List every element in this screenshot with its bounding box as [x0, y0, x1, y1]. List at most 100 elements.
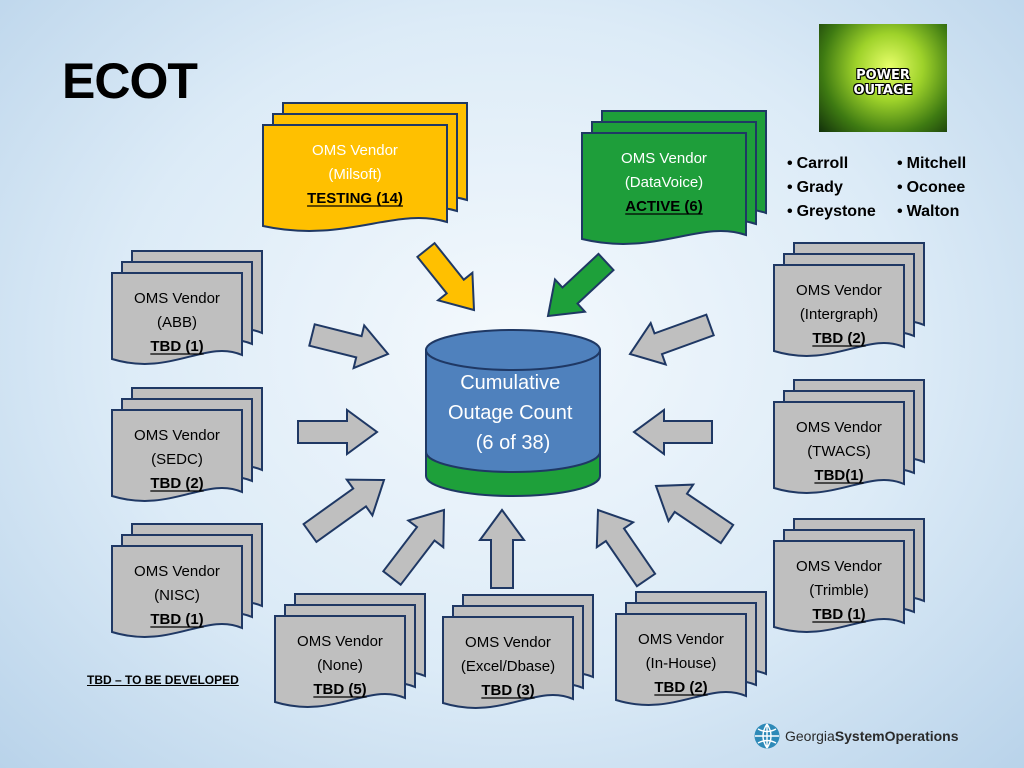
vendor-line2: (Excel/Dbase) — [461, 658, 555, 675]
vendor-label: OMS Vendor (DataVoice) ACTIVE (6) — [621, 150, 707, 215]
county-list-right: Mitchell Oconee Walton — [897, 152, 967, 224]
vendor-line1: OMS Vendor — [134, 427, 220, 444]
county-item: Walton — [897, 200, 966, 224]
vendor-label: OMS Vendor (None) TBD (5) — [297, 633, 383, 698]
vendor-status: TBD (5) — [313, 681, 366, 698]
arrows-layer — [297, 241, 735, 589]
vendor-stack-milsoft: OMS Vendor (Milsoft) TESTING (14) — [262, 102, 468, 232]
slide-title: ECOT — [62, 53, 198, 109]
vendor-stack-trimble: OMS Vendor (Trimble) TBD (1) — [773, 518, 925, 633]
vendor-stack-abb: OMS Vendor (ABB) TBD (1) — [111, 250, 263, 365]
county-item: Oconee — [897, 176, 966, 200]
vendor-sheet-front — [773, 401, 905, 494]
vendor-status: ACTIVE (6) — [625, 198, 703, 215]
vendor-line1: OMS Vendor — [134, 290, 220, 307]
vendor-label: OMS Vendor (Milsoft) TESTING (14) — [307, 142, 403, 207]
vendor-label: OMS Vendor (TWACS) TBD(1) — [796, 419, 882, 484]
vendor-label: OMS Vendor (In-House) TBD (2) — [638, 631, 724, 696]
county-list-left: Carroll Grady Greystone — [787, 152, 876, 224]
logo-text: GeorgiaSystemOperations — [785, 728, 959, 744]
arrow-milsoft — [415, 241, 476, 312]
vendor-stack-twacs: OMS Vendor (TWACS) TBD(1) — [773, 379, 925, 494]
vendor-line1: OMS Vendor — [134, 563, 220, 580]
vendor-line2: (TWACS) — [807, 443, 871, 460]
svg-text:Cumulative Outage Count: Cumulative Outage Count (6 of 38) — [448, 372, 578, 454]
arrow-datavoice — [546, 252, 615, 318]
photo-caption: POWER OUTAGE — [853, 68, 913, 98]
power-outage-photo: POWER OUTAGE — [819, 24, 947, 132]
vendor-stack-inhouse: OMS Vendor (In-House) TBD (2) — [615, 591, 767, 706]
county-item: Mitchell — [897, 152, 967, 176]
cylinder-top — [425, 329, 601, 371]
vendors-layer: OMS Vendor(Milsoft)TESTING (14)OMS Vendo… — [111, 102, 925, 709]
vendor-sheet-front — [111, 272, 243, 365]
arrow-sedc — [297, 408, 379, 456]
vendor-line1: OMS Vendor — [638, 631, 724, 648]
vendor-stack-nisc: OMS Vendor (NISC) TBD (1) — [111, 523, 263, 638]
vendor-status: TBD (1) — [150, 611, 203, 628]
vendor-line2: (Milsoft) — [328, 166, 381, 183]
vendor-sheet-front — [442, 616, 574, 709]
vendor-stack-intergraph: OMS Vendor (Intergraph) TBD (2) — [773, 242, 925, 357]
arrow-inhouse — [595, 508, 657, 588]
vendor-line2: (In-House) — [646, 655, 717, 672]
tbd-footnote: TBD – TO BE DEVELOPED — [87, 673, 239, 687]
vendor-line1: OMS Vendor — [621, 150, 707, 167]
vendor-sheet-front — [773, 540, 905, 633]
vendor-label: OMS Vendor (NISC) TBD (1) — [134, 563, 220, 628]
vendor-line1: OMS Vendor — [297, 633, 383, 650]
vendor-sheet-front — [111, 409, 243, 502]
vendor-label: OMS Vendor (Excel/Dbase) TBD (3) — [461, 634, 555, 699]
vendor-line1: OMS Vendor — [312, 142, 398, 159]
vendor-label: OMS Vendor (ABB) TBD (1) — [134, 290, 220, 355]
vendor-status: TBD (2) — [150, 475, 203, 492]
globe-logo-icon — [754, 723, 780, 749]
arrow-intergraph — [628, 313, 715, 367]
vendor-line1: OMS Vendor — [465, 634, 551, 651]
vendor-sheet-front — [615, 613, 747, 706]
vendor-stack-none: OMS Vendor (None) TBD (5) — [274, 593, 426, 708]
arrow-twacs — [632, 408, 713, 456]
vendor-stack-sedc: OMS Vendor (SEDC) TBD (2) — [111, 387, 263, 502]
vendor-sheet-front — [773, 264, 905, 357]
vendor-status: TBD(1) — [814, 467, 863, 484]
vendor-line2: (NISC) — [154, 587, 200, 604]
cylinder-blue-body — [425, 349, 601, 473]
county-item: Greystone — [787, 200, 876, 224]
vendor-label: OMS Vendor (SEDC) TBD (2) — [134, 427, 220, 492]
center-line-1: Cumulative — [460, 372, 560, 394]
vendor-label: OMS Vendor (Intergraph) TBD (2) — [796, 282, 882, 347]
vendor-line1: OMS Vendor — [796, 419, 882, 436]
arrow-abb — [308, 323, 390, 370]
county-item: Carroll — [787, 152, 876, 176]
vendor-line1: OMS Vendor — [796, 282, 882, 299]
arrow-trimble — [654, 483, 735, 545]
vendor-sheet-front — [262, 124, 448, 232]
vendor-status: TBD (3) — [481, 682, 534, 699]
vendor-stack-excel: OMS Vendor (Excel/Dbase) TBD (3) — [442, 594, 594, 709]
vendor-status: TBD (1) — [150, 338, 203, 355]
vendor-line2: (ABB) — [157, 314, 197, 331]
vendor-line2: (Intergraph) — [800, 306, 878, 323]
vendor-line1: OMS Vendor — [796, 558, 882, 575]
vendor-line2: (SEDC) — [151, 451, 203, 468]
vendor-line2: (None) — [317, 657, 363, 674]
center-line-2: Outage Count — [448, 402, 573, 424]
vendor-line2: (DataVoice) — [625, 174, 703, 191]
vendor-status: TBD (2) — [812, 330, 865, 347]
outage-count-cylinder: Cumulative Outage Count (6 of 38) — [425, 329, 601, 497]
vendor-status: TBD (1) — [812, 606, 865, 623]
vendor-line2: (Trimble) — [809, 582, 868, 599]
arrow-nisc — [302, 478, 386, 544]
vendor-sheet-front — [274, 615, 406, 708]
vendor-label: OMS Vendor (Trimble) TBD (1) — [796, 558, 882, 623]
arrow-none — [381, 508, 446, 587]
vendor-status: TESTING (14) — [307, 190, 403, 207]
center-line-3: (6 of 38) — [476, 432, 550, 454]
county-item: Grady — [787, 176, 876, 200]
arrow-excel — [478, 508, 526, 589]
vendor-status: TBD (2) — [654, 679, 707, 696]
vendor-sheet-front — [581, 132, 747, 245]
vendor-stack-datavoice: OMS Vendor (DataVoice) ACTIVE (6) — [581, 110, 767, 245]
